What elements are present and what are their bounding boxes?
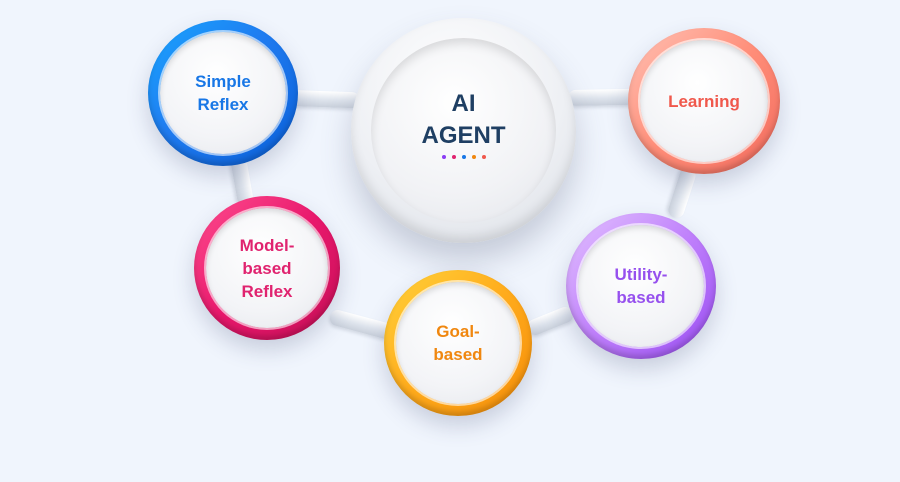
goal-based-node: Goal- based — [384, 270, 532, 416]
dot-indicator — [351, 155, 576, 159]
ai-agent-node-face — [371, 38, 556, 223]
dot-red — [481, 155, 486, 159]
connector-simple-center — [289, 90, 361, 109]
utility-based-node: Utility- based — [566, 213, 716, 359]
goal-based-node-face: Goal- based — [396, 282, 520, 404]
dot-orange — [471, 155, 476, 159]
connector-learning-utility — [666, 165, 698, 220]
utility-based-label: Utility- based — [615, 263, 668, 309]
connector-goal-utility — [525, 304, 576, 338]
learning-label: Learning — [668, 90, 740, 113]
model-based-reflex-node-face: Model- based Reflex — [206, 208, 328, 328]
learning-node-face: Learning — [640, 40, 768, 162]
simple-reflex-label-line1: Simple — [195, 72, 251, 91]
ai-agent-title-line1: AI — [451, 90, 476, 117]
learning-node: Learning — [628, 28, 780, 174]
simple-reflex-node: Simple Reflex — [148, 20, 298, 166]
simple-reflex-node-face: Simple Reflex — [160, 32, 286, 154]
ai-agent-node: AI AGENT — [351, 18, 576, 243]
goal-based-label-line2: based — [433, 345, 483, 364]
utility-based-label-line2: based — [616, 288, 666, 307]
goal-based-label-line1: Goal- — [436, 322, 480, 341]
dot-blue — [461, 155, 466, 159]
utility-based-node-face: Utility- based — [578, 225, 704, 347]
model-based-reflex-label-line1: Model- — [239, 235, 295, 255]
learning-label-line1: Learning — [668, 91, 740, 111]
ai-agent-title: AI AGENT — [351, 88, 576, 152]
ai-agent-title-line2: AGENT — [421, 122, 506, 149]
simple-reflex-label: Simple Reflex — [195, 70, 251, 116]
utility-based-label-line1: Utility- — [614, 265, 668, 284]
model-based-reflex-label-line3: Reflex — [241, 281, 293, 301]
model-based-reflex-node: Model- based Reflex — [194, 196, 340, 340]
goal-based-label: Goal- based — [433, 320, 482, 366]
model-based-reflex-label: Model- based Reflex — [240, 234, 295, 303]
dot-pink — [451, 155, 456, 159]
simple-reflex-label-line2: Reflex — [197, 95, 249, 114]
dot-purple — [441, 155, 446, 159]
model-based-reflex-label-line2: based — [242, 258, 292, 278]
